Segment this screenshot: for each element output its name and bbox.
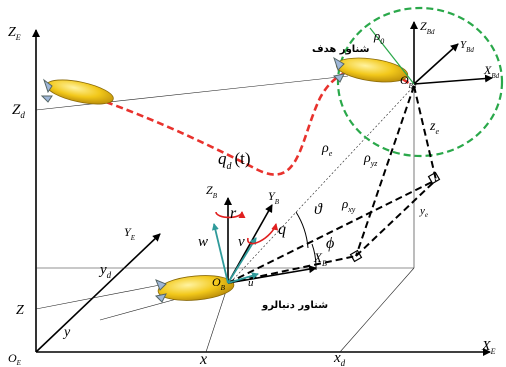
y-earth-axis [35,233,161,353]
v-label: v [238,234,245,250]
xbd-label: XBd [483,63,500,80]
rho-xy-line [227,179,437,284]
yd-label: yd [98,262,112,280]
rho-xy-label: ρxy [341,196,356,214]
trajectory-label: qd(t) [218,149,251,172]
theta-label: ϑ [314,201,323,218]
r-label: r [230,205,237,222]
airship-follower [154,275,235,303]
airship-start [40,78,114,105]
zb-label: ZB [206,183,218,200]
zbd-label: ZBd [420,19,435,36]
w-label: w [198,234,208,250]
x-earth-label: XE [481,339,496,356]
zd-label: Zd [12,102,25,120]
theta-arc [295,211,309,249]
z-earth-label: ZE [8,25,21,42]
origin-earth-label: OE [8,351,22,367]
ob-label: OB [212,275,226,292]
v-velocity [227,237,257,284]
q-label: q [278,221,286,238]
y-earth-label: YE [124,225,136,242]
x-label: x [199,351,207,367]
yb-label: YB [268,189,280,206]
follower-body-frame [211,197,317,284]
u-label: u [248,277,254,289]
z-label: Z [16,303,24,318]
q-rotation [247,223,279,245]
guide-lines [35,75,415,353]
y-label: y [62,325,71,340]
rho-e-label: ρe [321,141,333,158]
ze-line [413,85,437,181]
rho-yz-line [355,85,415,257]
right-angle-marker-upper [427,171,441,185]
xd-label: xd [333,350,346,367]
follower-caption: شناور دنبالرو [261,300,328,311]
rho-yz-label: ρyz [363,151,378,168]
phi-arc [311,243,317,271]
target-sphere [336,6,504,158]
w-velocity [211,223,229,284]
obd-label: OBd [400,73,417,90]
guide-zd [35,75,349,111]
rho0-radius [369,27,415,85]
guide-rho-e [227,85,415,286]
target-caption: شناور هدف [312,44,370,55]
xbd-axis [413,74,493,85]
ybd-axis [413,43,459,85]
earth-frame [32,29,491,356]
u-velocity [227,272,259,284]
ye-line [355,179,437,257]
target-body-frame [369,21,493,85]
ybd-label: YBd [460,39,474,54]
relative-geometry [227,85,437,284]
xb-axis [227,265,317,284]
ze-label: ze [429,119,439,136]
right-angle-marker-lower [349,249,363,263]
rho0-label: ρ0 [373,28,384,46]
xb-label: XB [313,250,327,268]
guide-xd [339,267,415,353]
guide-x [205,284,229,353]
r-rotation [215,211,246,219]
ye-label: ye [419,205,428,219]
guide-z [35,284,161,310]
desired-trajectory [105,66,411,176]
phi-label: ϕ [326,235,334,252]
airship-target [332,56,409,83]
